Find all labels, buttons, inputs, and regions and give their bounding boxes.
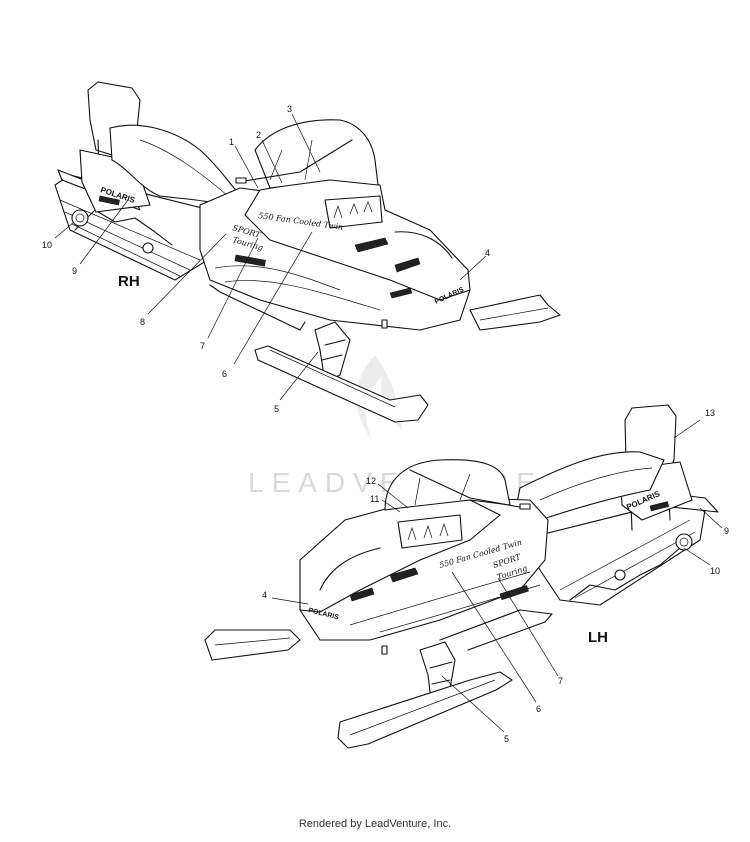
rh-callout-4: 4 (485, 248, 490, 258)
rh-callout-6: 6 (222, 369, 227, 379)
lh-callout-12: 12 (366, 476, 376, 486)
rh-callout-3: 3 (287, 104, 292, 114)
lh-callout-7: 7 (558, 676, 563, 686)
lh-callout-10: 10 (710, 566, 720, 576)
lh-view-label: LH (588, 629, 608, 646)
rh-callout-9: 9 (72, 266, 77, 276)
lh-callout-6: 6 (536, 704, 541, 714)
lh-snowmobile-drawing: POLARIS 550 Fan Cooled Twin SPORT Tourin… (204, 404, 719, 749)
rh-view-label: RH (118, 273, 140, 290)
rh-callout-7: 7 (200, 341, 205, 351)
lh-callout-5: 5 (504, 734, 509, 744)
rh-callout-10: 10 (42, 240, 52, 250)
rh-rear-small-decal (98, 195, 120, 206)
rh-callout-8: 8 (140, 317, 145, 327)
rh-callout-1: 1 (229, 137, 234, 147)
rh-callout-2: 2 (256, 130, 261, 140)
lh-leader-lines (271, 419, 723, 733)
lh-callout-9: 9 (724, 526, 729, 536)
rh-callouts: 1 2 3 4 5 6 7 8 9 10 (42, 104, 490, 414)
rh-snowmobile-drawing: POLARIS 550 Fan Cooled Twin SPORT Tourin… (54, 81, 561, 423)
lh-callouts: 13 12 11 9 10 4 7 6 5 (262, 408, 729, 744)
lh-callout-11: 11 (370, 494, 379, 504)
lh-rear-small-decal (649, 501, 670, 512)
lh-callout-13: 13 (705, 408, 715, 418)
lh-callout-4: 4 (262, 590, 267, 600)
footer-credit: Rendered by LeadVenture, Inc. (298, 818, 452, 830)
rh-callout-5: 5 (274, 404, 279, 414)
rh-leader-lines (54, 113, 487, 401)
